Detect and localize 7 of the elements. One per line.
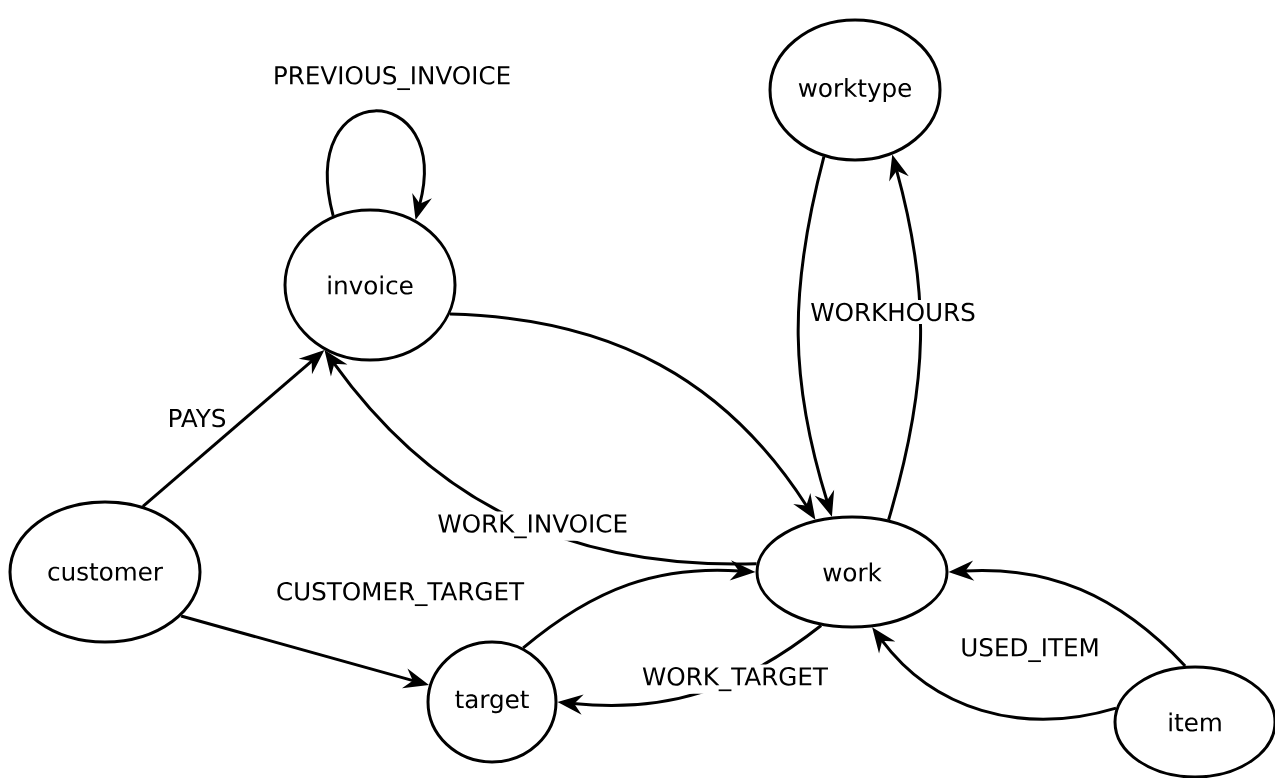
edge-label: WORKHOURS <box>807 300 979 324</box>
edge-label: USED_ITEM <box>957 635 1103 665</box>
edge-label: WORK_INVOICE <box>434 511 631 541</box>
edge-label: CUSTOMER_TARGET <box>273 579 527 609</box>
edge-label: PAYS <box>164 406 230 430</box>
edge-label: PREVIOUS_INVOICE <box>270 63 514 93</box>
edge-label: WORK_TARGET <box>639 664 831 694</box>
